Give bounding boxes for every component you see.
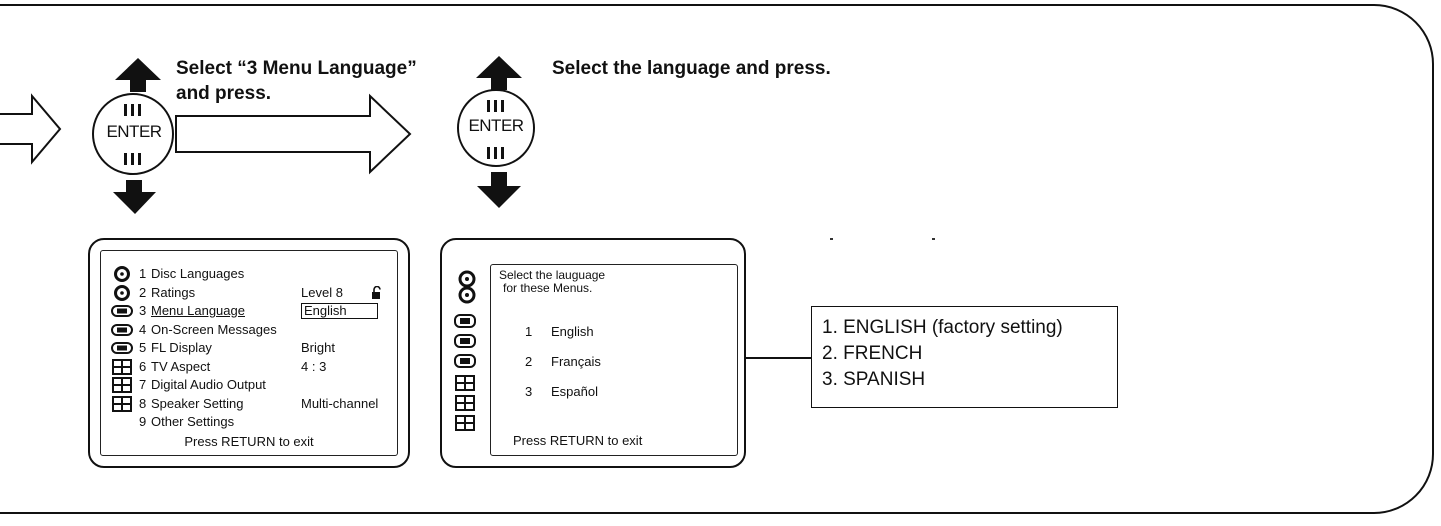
language-menu-footer: Press RETURN to exit	[513, 433, 643, 448]
language-option-number: 1	[525, 324, 533, 339]
setting-option-french: 2. FRENCH	[822, 343, 923, 364]
language-option-number: 3	[525, 384, 533, 399]
setup-menu-item-value: Level 8	[301, 284, 343, 300]
setup-menu-item-value: Bright	[301, 340, 335, 355]
setup-menu-item-number: 9	[139, 414, 147, 429]
setup-menu-footer: Press RETURN to exit	[184, 434, 314, 449]
speaker-icon	[111, 377, 133, 393]
tv-screen-language-menu: Select the lauguage for these Menus. 1 En…	[440, 238, 746, 468]
setup-menu-item-number: 3	[139, 303, 147, 318]
video-icon	[111, 340, 133, 356]
language-settings-box: 1. ENGLISH (factory setting) 2. FRENCH 3…	[811, 306, 1118, 408]
enter-label-1: ENTER	[106, 122, 162, 141]
setup-menu-row[interactable]: 7 Digital Audio Output	[101, 376, 397, 394]
speaker-icon	[455, 375, 475, 391]
setting-option-spanish: 3. SPANISH	[822, 369, 926, 390]
speaker-icon	[455, 415, 475, 431]
enter-label-2: ENTER	[468, 116, 524, 135]
enter-button-1-icon	[92, 58, 174, 214]
setup-menu-item-value: 4 : 3	[301, 358, 327, 374]
setup-menu-item-label: Other Settings	[151, 414, 235, 429]
language-option-label: Español	[551, 384, 598, 399]
language-menu-header-line1: Select the lauguage	[499, 268, 606, 282]
setup-menu-item-number: 1	[139, 266, 147, 281]
setup-menu-item-label: Ratings	[151, 284, 196, 300]
setup-menu-item-label: Speaker Setting	[151, 395, 244, 411]
language-menu-header-line2: for these Menus.	[503, 281, 593, 295]
speaker-icon	[111, 395, 133, 412]
language-option-label: English	[551, 324, 594, 339]
language-option-label: Français	[551, 354, 601, 369]
instruction-step2: Select the language and press.	[552, 58, 831, 79]
setup-menu-row[interactable]: 1 Disc Languages	[101, 265, 397, 283]
language-option-number: 2	[525, 354, 533, 369]
instruction-step1: Select “3 Menu Language” and press.	[176, 56, 417, 106]
instruction-step1-line2: and press.	[176, 83, 272, 104]
enter-button-2-icon	[457, 56, 535, 208]
setup-menu-item-number: 4	[139, 321, 147, 337]
setup-menu-item-number: 2	[139, 284, 147, 300]
setting-option-english: 1. ENGLISH (factory setting)	[822, 317, 1063, 338]
flow-arrow-long-icon	[175, 93, 412, 175]
language-menu-header: Select the lauguage for these Menus.	[499, 269, 605, 295]
speaker-icon	[455, 395, 475, 411]
setup-menu-item-label: On-Screen Messages	[151, 321, 277, 337]
setup-menu-item-label: Disc Languages	[151, 266, 245, 281]
setup-menu-item-value: Multi-channel	[301, 395, 379, 411]
setup-menu-item-value: English	[301, 303, 378, 319]
video-icon	[111, 303, 133, 319]
speaker-icon	[111, 358, 133, 375]
setup-menu-item-label: Menu Language	[151, 303, 245, 318]
language-menu-panel: Select the lauguage for these Menus. 1 En…	[490, 264, 738, 456]
setup-menu-row[interactable]: 5 FL Display Bright	[101, 339, 397, 357]
setup-menu-item-number: 5	[139, 340, 147, 355]
language-option-row[interactable]: 1 English	[525, 323, 705, 341]
video-icon	[454, 354, 476, 368]
language-option-row[interactable]: 2 Français	[525, 353, 705, 371]
language-option-row[interactable]: 3 Español	[525, 383, 705, 401]
instruction-step1-line1: Select “3 Menu Language”	[176, 58, 417, 79]
setup-menu-item-label: FL Display	[151, 340, 212, 355]
disc-icon	[111, 266, 133, 282]
setup-menu-item-number: 8	[139, 395, 147, 411]
disc-icon	[458, 286, 476, 304]
setup-menu-item-label: TV Aspect	[151, 358, 211, 374]
setup-menu-item-number: 6	[139, 358, 147, 374]
disc-icon	[111, 284, 133, 301]
video-icon	[111, 322, 133, 338]
setup-menu-item-number: 7	[139, 377, 147, 392]
flow-arrow-left-icon	[0, 93, 62, 165]
setup-menu-row[interactable]: 9 Other Settings	[101, 413, 397, 431]
setup-menu-item-label: Digital Audio Output	[151, 377, 266, 392]
video-icon	[454, 314, 476, 328]
disc-icon	[458, 270, 476, 288]
page-frame	[0, 4, 1434, 514]
setup-menu-row[interactable]: 3 Menu Language English	[101, 302, 397, 320]
video-icon	[454, 334, 476, 348]
lock-open-icon	[371, 285, 383, 305]
